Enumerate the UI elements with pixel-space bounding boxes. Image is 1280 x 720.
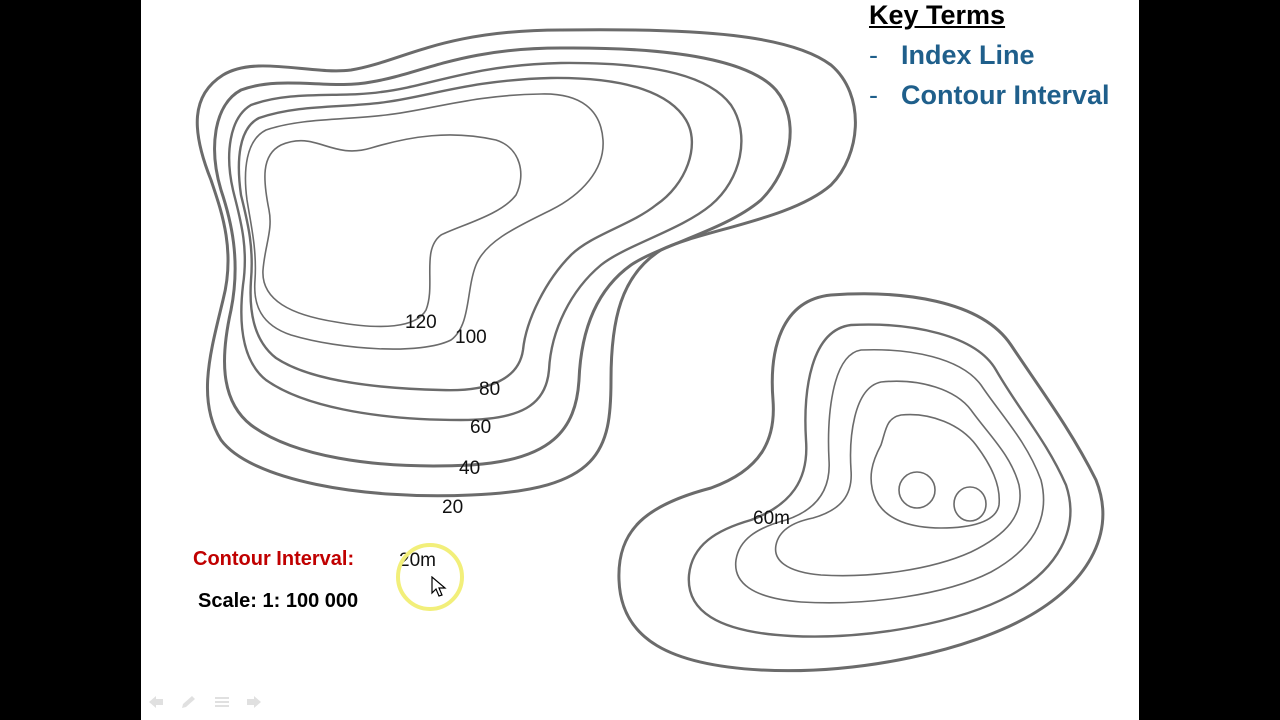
contour-label-100: 100	[455, 327, 487, 348]
bullet-dash: -	[869, 40, 878, 70]
hill-two-peak-one	[898, 471, 936, 509]
hill-one-contour-20	[195, 28, 857, 498]
hill-two-contour-3	[734, 348, 1045, 604]
key-term-label: Index Line	[901, 40, 1035, 70]
scale-text: Scale: 1: 100 000	[198, 590, 359, 612]
prev-slide-icon[interactable]	[147, 694, 165, 710]
hill-one-contour-40	[213, 46, 792, 468]
hill-two-peak-two	[953, 486, 987, 522]
slide: 120 100 80 60 40 20 60m Key Terms -Index…	[141, 0, 1139, 720]
key-term-label: Contour Interval	[901, 80, 1110, 110]
key-term-contour-interval: -Contour Interval	[869, 80, 1110, 111]
pointer-highlight-circle	[396, 543, 464, 611]
pen-icon[interactable]	[179, 694, 197, 710]
contour-label-40: 40	[459, 458, 481, 479]
next-slide-icon[interactable]	[245, 694, 263, 710]
key-terms-title: Key Terms	[869, 0, 1006, 30]
hill-one-contour-100	[244, 93, 604, 350]
contour-label-60: 60	[470, 417, 492, 438]
contour-label-20: 20	[442, 497, 464, 518]
hill-two-contour-5	[870, 413, 1001, 529]
hill-two-contour-outer	[617, 292, 1105, 673]
key-term-index-line: -Index Line	[869, 40, 1035, 71]
hill-two-contour-4	[774, 380, 1021, 577]
hill-two-contour-2	[687, 323, 1072, 638]
bullet-dash: -	[869, 80, 878, 110]
contour-label-80: 80	[479, 379, 501, 400]
contour-interval-label: Contour Interval:	[193, 548, 355, 570]
menu-icon[interactable]	[213, 694, 231, 710]
left-letterbox	[0, 0, 141, 720]
contour-map	[195, 28, 1105, 673]
hill-one-contour-80	[237, 76, 694, 392]
right-letterbox	[1139, 0, 1280, 720]
contour-label-120: 120	[405, 312, 437, 333]
hill-one-contour-60	[228, 61, 743, 422]
hill-one-contour-120	[262, 134, 522, 328]
cursor-icon	[431, 576, 447, 597]
contour-label-60m: 60m	[753, 508, 790, 529]
